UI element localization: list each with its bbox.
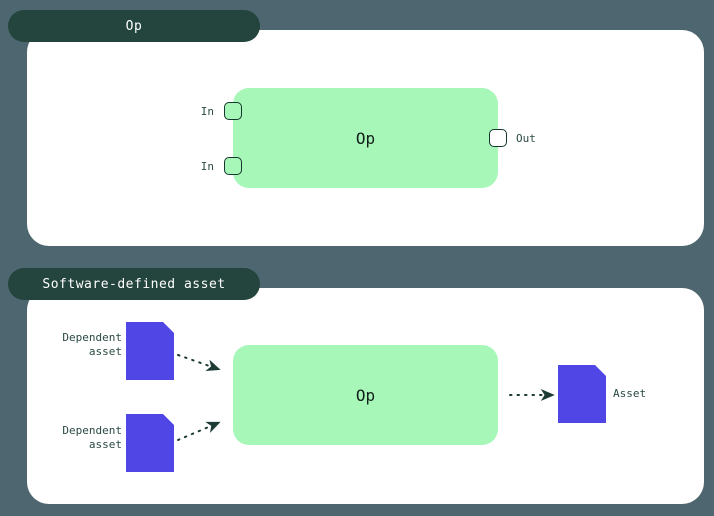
port-in-1a[interactable] xyxy=(224,102,242,120)
dependent-asset-label-b: Dependent asset xyxy=(62,424,122,451)
asset-document-icon-output[interactable] xyxy=(558,365,606,423)
op-node-1[interactable]: Op xyxy=(233,88,498,188)
op-node-2-label: Op xyxy=(355,385,376,405)
asset-document-icon-dependent-b[interactable] xyxy=(126,414,174,472)
tab-op[interactable]: Op xyxy=(8,10,260,42)
port-label-in-1a: In xyxy=(200,105,214,118)
op-node-2[interactable]: Op xyxy=(233,345,498,445)
tab-software-defined-asset[interactable]: Software-defined asset xyxy=(8,268,260,300)
op-node-1-label: Op xyxy=(355,128,376,148)
port-label-out-1: Out xyxy=(516,132,536,145)
asset-label: Asset xyxy=(613,387,647,400)
dependent-asset-label-a: Dependent asset xyxy=(62,331,122,358)
port-in-1b[interactable] xyxy=(224,157,242,175)
asset-document-icon-dependent-a[interactable] xyxy=(126,322,174,380)
port-label-in-1b: In xyxy=(200,160,214,173)
port-out-1[interactable] xyxy=(489,129,507,147)
